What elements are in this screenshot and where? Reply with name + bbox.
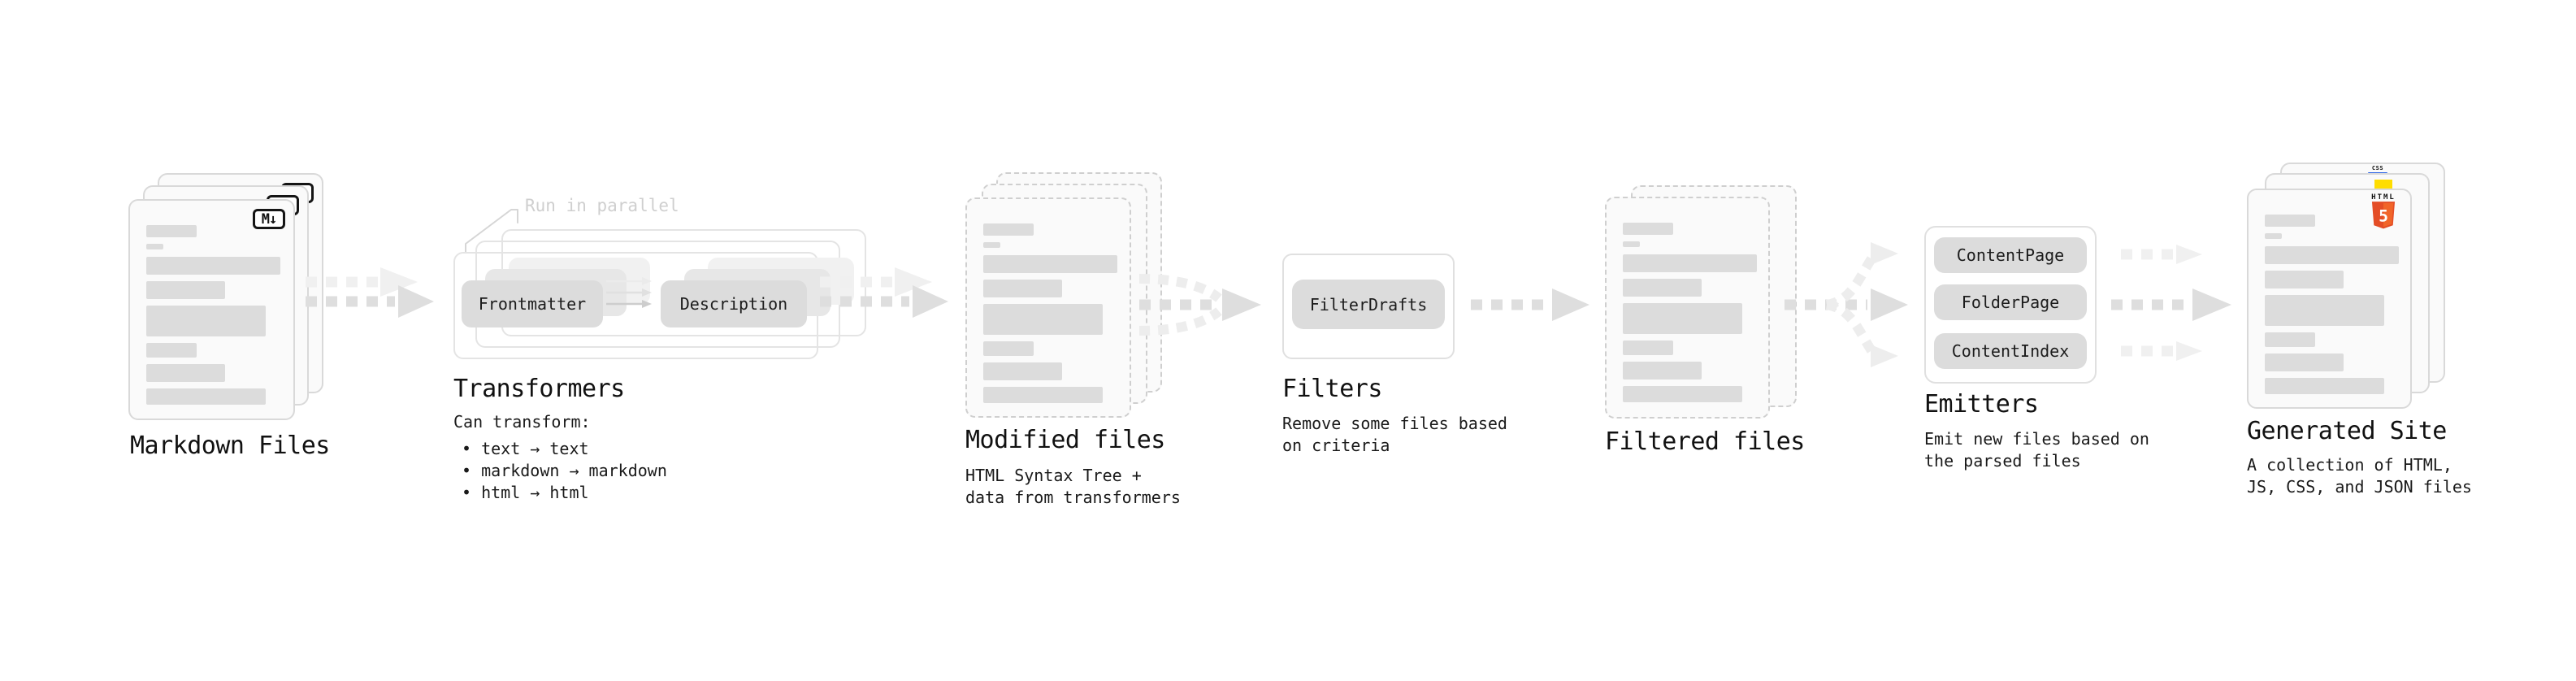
description-line: HTML Syntax Tree + — [965, 466, 1142, 485]
description-line: A collection of HTML, — [2247, 455, 2452, 475]
description-line: the parsed files — [1924, 451, 2081, 471]
dashed-file-card-front — [1605, 197, 1770, 419]
flow-arrow-merge-modified-to-filters — [1138, 274, 1261, 336]
markdown-files-stack: M↓ M↓ M↓ — [128, 173, 348, 425]
contentpage-chip: ContentPage — [1934, 237, 2087, 273]
stage-title-transformers: Transformers — [453, 375, 625, 403]
chip-connector-arrows — [606, 277, 652, 308]
bullet-line: • text → text — [462, 439, 589, 458]
html5-icon: HTML 5 — [2365, 193, 2402, 232]
description-line: data from transformers — [965, 488, 1181, 507]
flow-arrow-contentpage-to-site — [2121, 245, 2202, 264]
description-line: Emit new files based on — [1924, 429, 2149, 449]
stage-title-filters: Filters — [1282, 375, 1382, 403]
dashed-file-card-front — [965, 197, 1131, 418]
flow-arrow-filters-to-filtered — [1471, 288, 1589, 321]
description-line: JS, CSS, and JSON files — [2247, 477, 2472, 497]
description-line: Remove some files based — [1282, 414, 1507, 433]
flow-arrow-markdown-to-transformers — [306, 267, 434, 318]
transformers-description: Can transform: • text → text • markdown … — [453, 411, 667, 504]
modified-files-description: HTML Syntax Tree + data from transformer… — [965, 465, 1181, 509]
filtered-files-stack — [1605, 185, 1824, 429]
generated-site-description: A collection of HTML, JS, CSS, and JSON … — [2247, 454, 2472, 498]
html5-number: 5 — [2379, 207, 2388, 226]
stage-title-emitters: Emitters — [1924, 390, 2039, 419]
can-transform-heading: Can transform: — [453, 412, 591, 432]
html-file-card: HTML 5 — [2247, 189, 2412, 409]
filterdrafts-chip: FilterDrafts — [1292, 280, 1445, 329]
html5-shield: 5 — [2371, 202, 2396, 229]
stage-title-modified-files: Modified files — [965, 426, 1165, 454]
stage-title-markdown-files: Markdown Files — [130, 432, 330, 460]
emitters-description: Emit new files based on the parsed files — [1924, 428, 2149, 472]
flow-arrow-folderpage-to-site — [2111, 288, 2231, 321]
text-placeholder-lines — [2265, 215, 2399, 394]
stage-title-generated-site: Generated Site — [2247, 417, 2447, 445]
bullet-line: • markdown → markdown — [462, 461, 667, 480]
annotation-leader-line — [465, 209, 518, 253]
filters-description: Remove some files based on criteria — [1282, 413, 1507, 457]
contentindex-chip: ContentIndex — [1934, 333, 2087, 369]
bullet-line: • html → html — [462, 483, 589, 502]
description-line: on criteria — [1282, 436, 1390, 455]
frontmatter-chip: Frontmatter — [462, 280, 603, 327]
html5-icon-label: HTML — [2371, 193, 2396, 202]
text-placeholder-lines — [983, 223, 1117, 403]
run-in-parallel-annotation: Run in parallel — [525, 196, 679, 215]
text-placeholder-lines — [1623, 223, 1757, 402]
css-icon-label: CSS — [2371, 165, 2384, 171]
flow-arrow-contentindex-to-site — [2121, 341, 2202, 361]
flow-arrow-transformers-to-modified — [820, 267, 948, 318]
markdown-icon: M↓ — [253, 209, 285, 229]
modified-files-stack — [965, 172, 1185, 424]
text-placeholder-lines — [146, 225, 280, 405]
file-card-front: M↓ — [128, 199, 295, 420]
folderpage-chip: FolderPage — [1934, 284, 2087, 320]
stage-title-filtered-files: Filtered files — [1605, 427, 1805, 456]
transformers-group: Frontmatter Description — [453, 229, 876, 384]
description-chip: Description — [661, 280, 807, 327]
flow-arrow-fanout-filtered-to-emitters — [1785, 242, 1908, 367]
generated-site-stack: CSS HTML 5 — [2247, 163, 2466, 414]
